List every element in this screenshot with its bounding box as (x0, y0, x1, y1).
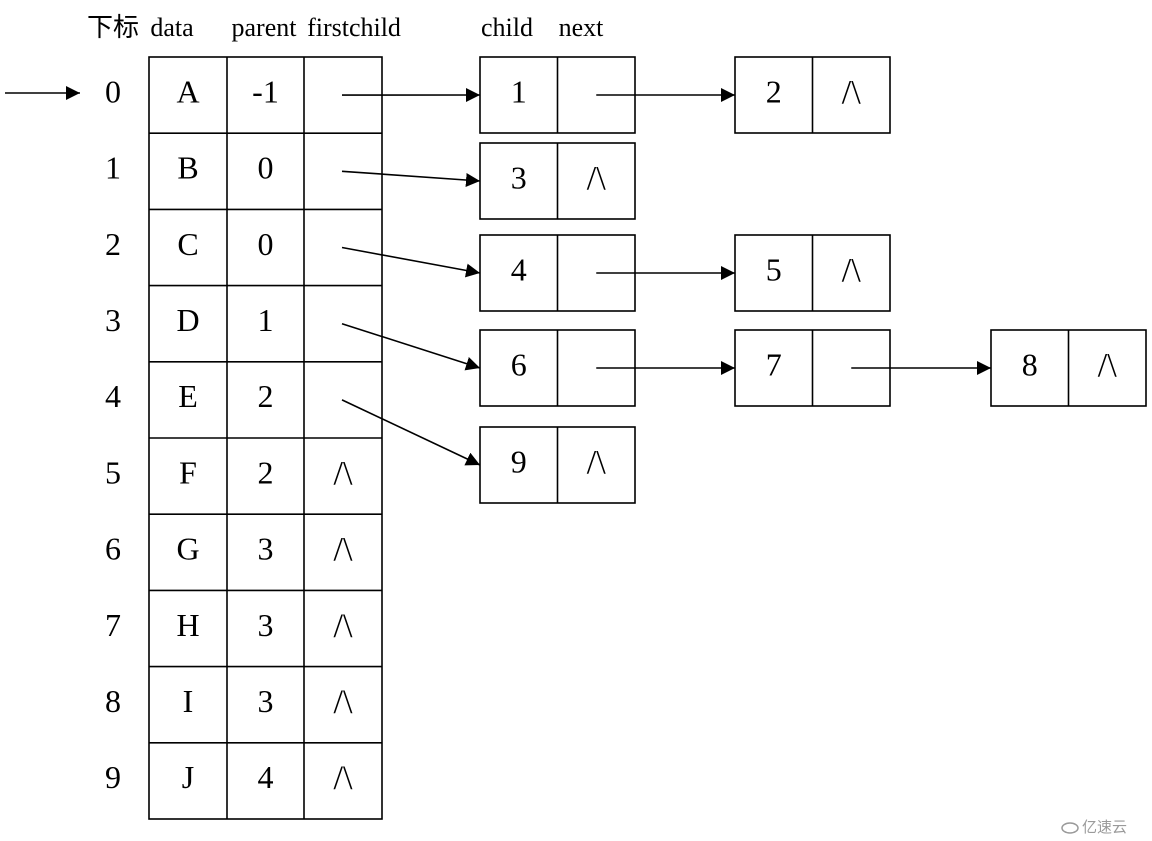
row-index-label: 3 (105, 302, 121, 338)
cell-data: C (177, 226, 198, 262)
cell-firstchild-null: /\ (334, 760, 353, 797)
cell-parent: 0 (258, 226, 274, 262)
cell-data: F (179, 454, 197, 490)
child-node-value: 6 (511, 346, 527, 382)
child-node-value: 2 (766, 73, 782, 109)
cell-firstchild-null: /\ (334, 455, 353, 492)
cell-parent: 1 (258, 302, 274, 338)
cell-data: I (183, 683, 194, 719)
child-node-value: 1 (511, 73, 527, 109)
child-node (990, 329, 1147, 407)
row-index-label: 9 (105, 759, 121, 795)
next-null: /\ (842, 252, 861, 289)
header-firstchild: firstchild (307, 13, 401, 42)
cell-parent: 0 (258, 150, 274, 186)
child-node-value: 7 (766, 346, 782, 382)
cell-parent: 3 (258, 531, 274, 567)
child-node-value: 3 (511, 159, 527, 195)
child-node (479, 426, 636, 504)
watermark-logo (1061, 822, 1079, 834)
cloud-icon (1061, 822, 1079, 834)
cell-parent: 3 (258, 607, 274, 643)
cell-data: J (182, 759, 194, 795)
row-index-label: 8 (105, 683, 121, 719)
row-index-label: 6 (105, 531, 121, 567)
next-null: /\ (587, 160, 606, 197)
header-parent: parent (232, 13, 298, 42)
cell-parent: 2 (258, 454, 274, 490)
next-null: /\ (587, 444, 606, 481)
header-index: 下标 (87, 13, 139, 42)
header-data: data (150, 13, 194, 42)
cell-firstchild-null: /\ (334, 683, 353, 720)
row-index-label: 1 (105, 150, 121, 186)
child-node-value: 5 (766, 251, 782, 287)
cell-data: G (176, 531, 199, 567)
row-index-label: 5 (105, 454, 121, 490)
cell-firstchild-null: /\ (334, 607, 353, 644)
watermark-text: 亿速云 (1082, 819, 1127, 836)
header-child: child (481, 13, 533, 42)
cell-data: E (178, 378, 198, 414)
child-node-value: 8 (1022, 346, 1038, 382)
cell-parent: -1 (252, 73, 279, 109)
firstchild-pointer-arrow (341, 399, 481, 466)
cell-parent: 2 (258, 378, 274, 414)
child-node (734, 234, 891, 312)
next-null: /\ (842, 74, 861, 111)
header-next: next (559, 13, 605, 42)
child-node-value: 4 (511, 251, 527, 287)
row-index-label: 2 (105, 226, 121, 262)
firstchild-pointer-arrow (341, 322, 481, 371)
child-node (734, 56, 891, 134)
node-table (148, 56, 383, 820)
cell-data: H (176, 607, 199, 643)
cell-parent: 4 (258, 759, 274, 795)
row-index-label: 7 (105, 607, 121, 643)
cell-data: A (176, 73, 199, 109)
row-index-label: 0 (105, 73, 121, 109)
firstchild-pointer-arrow (341, 246, 481, 278)
cell-firstchild-null: /\ (334, 531, 353, 568)
cell-data: B (177, 150, 198, 186)
row-index-label: 4 (105, 378, 121, 414)
child-node (479, 142, 636, 220)
cell-parent: 3 (258, 683, 274, 719)
firstchild-pointer-arrow (341, 170, 481, 188)
child-node-value: 9 (511, 443, 527, 479)
cell-data: D (176, 302, 199, 338)
next-null: /\ (1098, 347, 1117, 384)
